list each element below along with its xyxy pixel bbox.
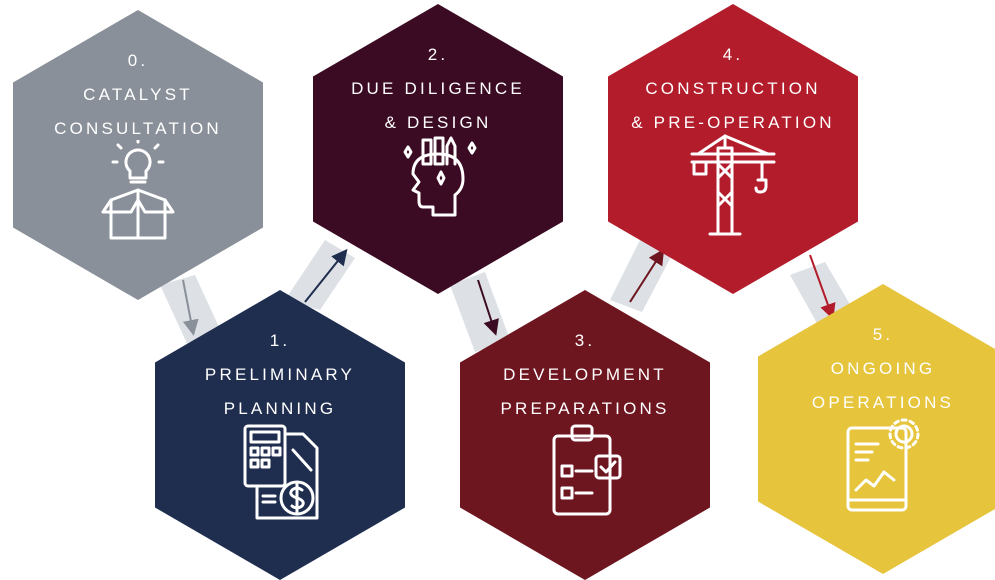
step-1-number: 1. [269, 331, 291, 350]
step-2-title-line2: & DESIGN [384, 113, 492, 132]
step-4-construction-pre-operation: 4. CONSTRUCTION & PRE-OPERATION [608, 4, 858, 294]
tablet-chart-gear-icon [838, 414, 928, 519]
step-5-title-line2: OPERATIONS [811, 393, 955, 412]
step-1-title-line2: PLANNING [223, 399, 337, 418]
tower-crane-icon [688, 134, 778, 239]
clipboard-checklist-icon [540, 420, 630, 525]
step-3-title-line1: DEVELOPMENT [503, 365, 667, 384]
step-3-title-line2: PREPARATIONS [500, 399, 670, 418]
step-2-number: 2. [427, 45, 449, 64]
arrow-1-to-2 [304, 248, 348, 303]
step-5-title-line1: ONGOING [830, 359, 936, 378]
step-0-title-line1: CATALYST [83, 85, 193, 104]
arrow-0-to-1 [182, 279, 199, 336]
step-0-title-line2: CONSULTATION [54, 119, 222, 138]
arrow-2-to-3 [477, 279, 499, 336]
head-design-tools-icon [393, 134, 483, 239]
step-0-number: 0. [127, 51, 149, 70]
step-4-title-line1: CONSTRUCTION [645, 79, 821, 98]
step-4-number: 4. [722, 45, 744, 64]
step-4-title-line2: & PRE-OPERATION [631, 113, 835, 132]
connector-bands [160, 240, 858, 352]
connector-band-0-1 [160, 275, 225, 350]
arrow-3-to-4 [629, 248, 665, 303]
step-3-number: 3. [574, 331, 596, 350]
step-5-number: 5. [872, 325, 894, 344]
step-2-title-line1: DUE DILIGENCE [351, 79, 525, 98]
step-1-title-line1: PRELIMINARY [204, 365, 356, 384]
lightbulb-box-icon [93, 140, 183, 245]
calculator-dollar-document-icon [235, 420, 325, 525]
arrow-4-to-5 [809, 254, 836, 320]
